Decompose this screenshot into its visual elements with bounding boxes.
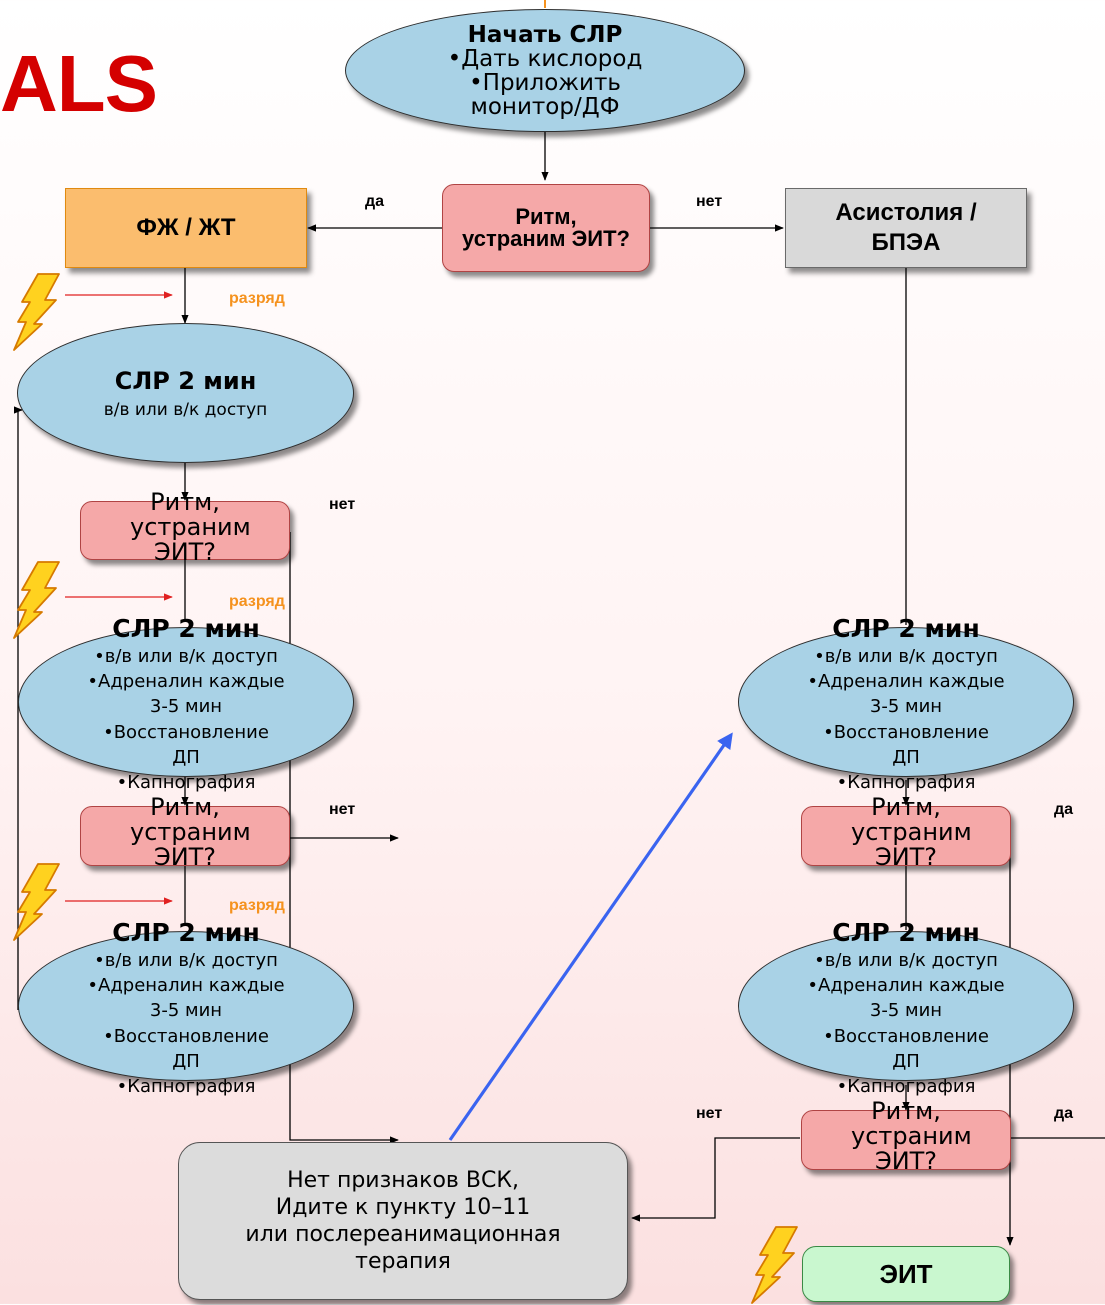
rhythm-decision-left-1 — [80, 501, 290, 560]
lightning-bolt-icon — [13, 273, 60, 351]
label-no-left-2: нет — [329, 801, 356, 818]
cpr-left-2 — [18, 627, 354, 777]
rhythm-decision-right-1 — [801, 806, 1011, 866]
rhythm-decision-top: Ритм, устраним ЭИТ? — [442, 184, 650, 272]
arrow-no-to-outcome — [631, 1137, 800, 1222]
cpr-left-1: СЛР 2 мин в/в или в/к доступ — [17, 323, 354, 463]
asystole-pea-node: Асистолия / БПЭА — [785, 188, 1027, 268]
node-title: Начать СЛР — [467, 21, 623, 48]
node-line: монитор/ДФ — [470, 93, 620, 120]
label-no-right-2: нет — [696, 1105, 723, 1122]
label-yes-right-2: да — [1054, 1105, 1074, 1122]
rhythm-left-1-label: Ритм, устраним ЭИТ? — [130, 488, 251, 566]
lightning-bolt-icon — [751, 1226, 798, 1304]
node-line: •Дать кислород — [447, 45, 643, 72]
rhythm-decision-right-2 — [801, 1110, 1011, 1170]
label-yes-right-1: да — [1054, 801, 1074, 818]
arrow-left-loop — [13, 406, 23, 1010]
label-no-left-1: нет — [329, 496, 356, 513]
blue-arrow-to-asystole-path — [448, 732, 733, 1141]
rhythm-left-2-label: Ритм, устраним ЭИТ? — [130, 793, 251, 871]
rhythm-right-1-label: Ритм, устраним ЭИТ? — [851, 793, 972, 871]
node-line: •Приложить — [469, 69, 621, 96]
cpr-right-1 — [738, 627, 1074, 777]
eit-node: ЭИТ — [802, 1246, 1010, 1302]
no-rosc-node: Нет признаков ВСК, Идите к пункту 10–11 … — [178, 1142, 628, 1300]
node-line: в/в или в/к доступ — [103, 400, 268, 420]
cpr-right-2 — [738, 931, 1074, 1081]
vf-vt-node: ФЖ / ЖТ — [65, 188, 307, 268]
start-cpr-node: Начать СЛР •Дать кислород •Приложить мон… — [345, 9, 745, 132]
page-title: ALS — [0, 39, 158, 128]
label-shock-1: разряд — [229, 290, 285, 307]
node-title: СЛР 2 мин — [114, 367, 257, 395]
rhythm-decision-left-2 — [80, 806, 290, 866]
lightning-bolt-icon — [13, 561, 60, 639]
label-no-top: нет — [696, 193, 723, 210]
lightning-bolt-icon — [13, 863, 60, 941]
cpr-left-3 — [18, 931, 354, 1081]
cpr-right-1-text: СЛР 2 мин •в/в или в/к доступ •Адреналин… — [807, 614, 1005, 794]
rhythm-right-2-label: Ритм, устраним ЭИТ? — [851, 1097, 972, 1175]
label-yes-top: да — [365, 193, 385, 210]
cpr-left-2-text: СЛР 2 мин •в/в или в/к доступ •Адреналин… — [87, 614, 285, 794]
cpr-right-2-text: СЛР 2 мин •в/в или в/к доступ •Адреналин… — [807, 918, 1005, 1098]
label-shock-3: разряд — [229, 897, 285, 914]
label-shock-2: разряд — [229, 593, 285, 610]
cpr-left-3-text: СЛР 2 мин •в/в или в/к доступ •Адреналин… — [87, 918, 285, 1098]
